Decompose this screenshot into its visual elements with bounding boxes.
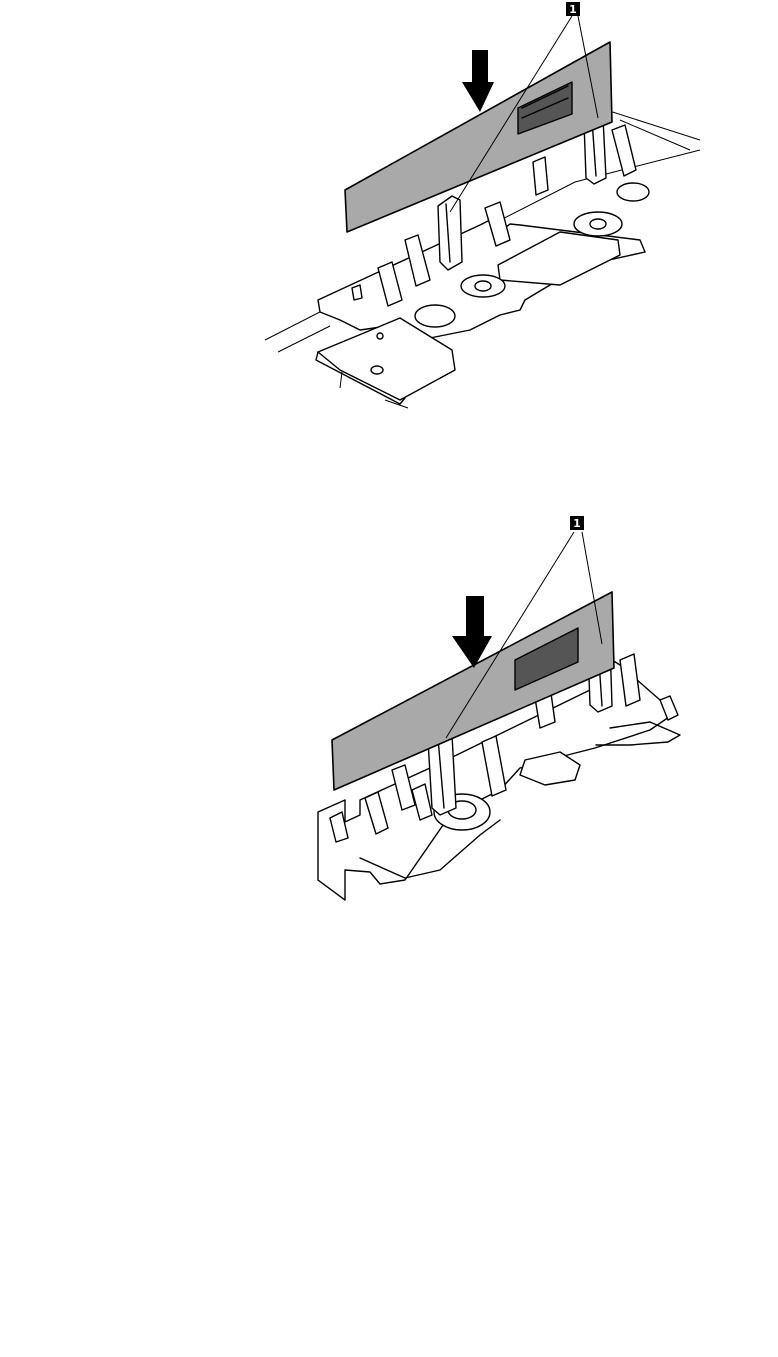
down-arrow-icon	[452, 596, 492, 668]
installation-diagram-bottom: 1	[0, 490, 778, 930]
callout-marker-icon: 1	[570, 516, 584, 530]
down-arrow-icon	[462, 50, 494, 112]
callout-label: 1	[573, 517, 581, 530]
callout-marker-icon: 1	[566, 2, 580, 16]
installation-diagram-top: 1	[0, 0, 778, 440]
retention-latch-left	[438, 196, 462, 270]
callout-label: 1	[569, 3, 577, 16]
